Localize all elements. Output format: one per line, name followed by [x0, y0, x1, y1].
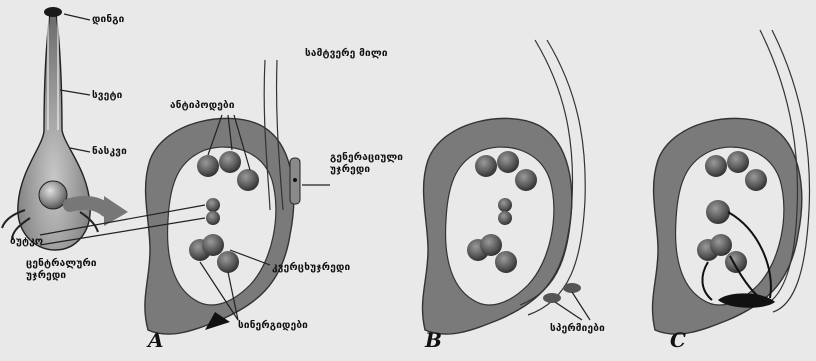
- label-antipodals: ანტიპოდები: [170, 100, 235, 112]
- label-ovary: ნასკვი: [92, 146, 127, 158]
- antipodal-cell: [219, 151, 241, 173]
- label-central-cell: ცენტრალური უჯრედი: [26, 258, 108, 282]
- antipodal-cell: [237, 169, 259, 191]
- label-synergids: სინერგიდები: [238, 320, 308, 332]
- label-stigma: დინგი: [92, 14, 125, 26]
- panel-letter-b: B: [425, 328, 442, 352]
- panel-letter-c: C: [670, 328, 686, 352]
- panel-c: [653, 30, 810, 334]
- pistil: [2, 7, 128, 250]
- label-sperms: სპერმიები: [550, 323, 605, 335]
- label-pollen-tube: სამტვერე მილი: [305, 48, 388, 60]
- panel-letter-a: A: [148, 328, 164, 352]
- egg-cell: [202, 234, 224, 256]
- antipodal-cell: [197, 155, 219, 177]
- label-generative-cell: გენერაციული უჯრედი: [330, 152, 392, 176]
- synergid-cell: [217, 251, 239, 273]
- label-style: სვეტი: [92, 90, 123, 102]
- panel-b: [423, 40, 586, 334]
- label-ovule: ბუტკო: [10, 236, 43, 248]
- label-egg-cell: კვერცხუჯრედი: [272, 262, 350, 274]
